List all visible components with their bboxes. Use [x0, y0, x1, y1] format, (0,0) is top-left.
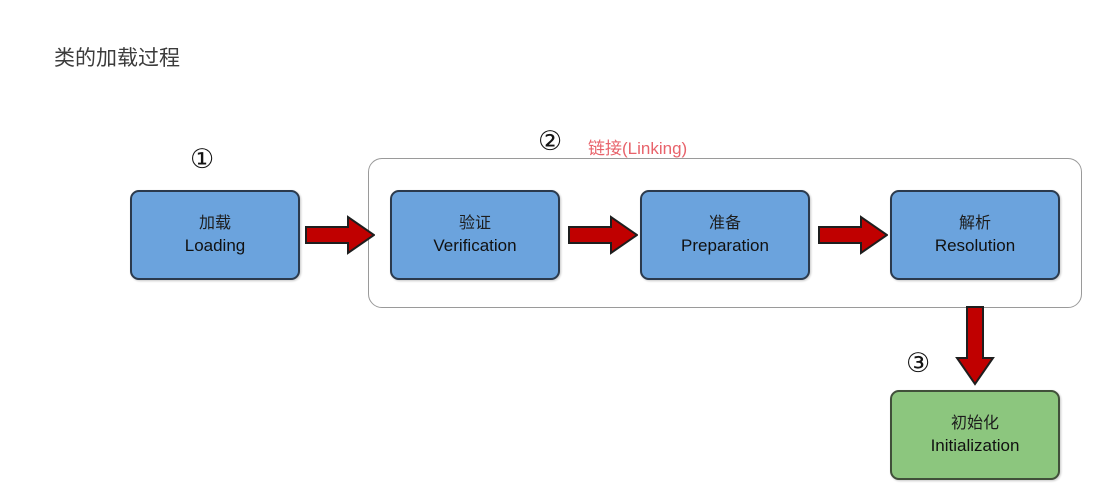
linking-group-label: 链接(Linking)	[588, 134, 687, 159]
page-title: 类的加载过程	[54, 46, 180, 70]
node-preparation-en: Preparation	[681, 235, 769, 255]
node-preparation-cn: 准备	[708, 213, 741, 233]
node-loading[interactable]: 加载 Loading	[130, 190, 300, 280]
step-badge-1: ①	[190, 144, 215, 175]
node-resolution-en: Resolution	[934, 235, 1016, 255]
node-loading-cn: 加载	[198, 213, 231, 233]
arrow-right-icon-preparation-to-resolution	[818, 215, 888, 255]
node-initialization[interactable]: 初始化 Initialization	[890, 390, 1060, 480]
linking-label-cn: 链接	[588, 139, 622, 159]
step-badge-3: ③	[906, 348, 931, 379]
node-verification-en: Verification	[433, 235, 517, 255]
node-verification[interactable]: 验证 Verification	[390, 190, 560, 280]
node-initialization-en: Initialization	[930, 435, 1020, 455]
arrow-right-icon-verification-to-preparation	[568, 215, 638, 255]
node-initialization-cn: 初始化	[950, 413, 999, 433]
node-resolution-cn: 解析	[958, 213, 991, 233]
arrow-down-icon-resolution-to-initialization	[955, 306, 995, 386]
linking-label-en: (Linking)	[622, 139, 688, 158]
node-verification-cn: 验证	[458, 213, 491, 233]
node-resolution[interactable]: 解析 Resolution	[890, 190, 1060, 280]
step-badge-2: ②	[538, 126, 563, 157]
node-preparation[interactable]: 准备 Preparation	[640, 190, 810, 280]
node-loading-en: Loading	[184, 235, 246, 255]
arrow-right-icon-loading-to-verification	[305, 215, 375, 255]
